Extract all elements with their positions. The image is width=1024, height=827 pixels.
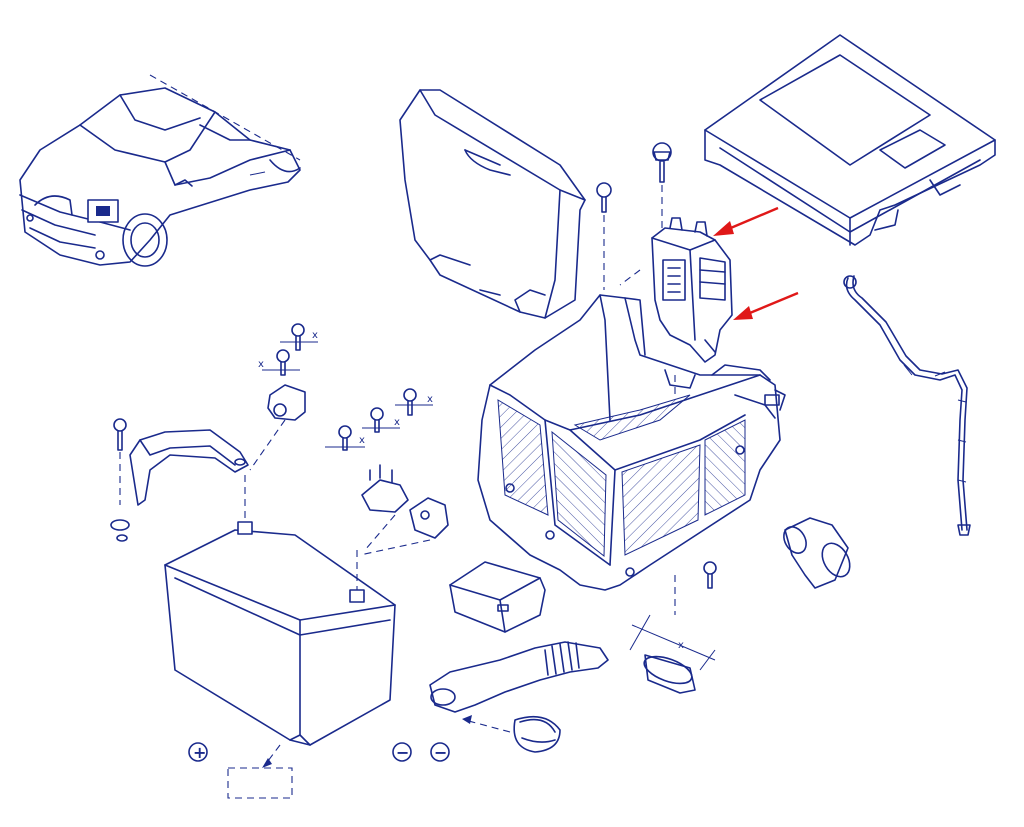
dimension-x-label-4: x <box>394 417 400 428</box>
highlight-arrow-lower <box>733 291 799 320</box>
highlight-arrow-upper <box>713 206 779 236</box>
negative-terminal-assembly: x x x <box>325 388 449 556</box>
positive-terminal-assembly: x x <box>249 323 318 471</box>
battery <box>164 475 396 799</box>
air-duct-elbow <box>783 517 851 589</box>
air-intake-hose <box>429 641 609 753</box>
car-location-view <box>19 74 301 267</box>
positive-symbol: + <box>188 742 208 762</box>
screw-top-center <box>652 142 672 232</box>
negative-symbol-1: − <box>392 742 412 762</box>
control-module-box <box>449 561 546 633</box>
fuse-relay-box <box>619 217 733 363</box>
battery-hold-down-clamp <box>110 418 249 542</box>
negative-symbol-text-1: − <box>396 743 409 762</box>
negative-symbol-text-2: − <box>434 743 447 762</box>
battery-side-cover <box>399 89 586 319</box>
battery-top-cover <box>704 34 996 246</box>
dimension-x-label-sleeve: x <box>678 640 684 651</box>
screw-tray-bottom <box>703 561 717 589</box>
dimension-x-label-3: x <box>427 394 433 405</box>
ground-cable <box>843 275 971 536</box>
dimension-x-label-2: x <box>258 359 264 370</box>
screw-top-left <box>596 182 612 290</box>
positive-symbol-text: + <box>193 743 206 762</box>
dimension-x-label-5: x <box>359 435 365 446</box>
battery-tray <box>477 294 786 615</box>
dimension-x-label-1: x <box>312 330 318 341</box>
rubber-sleeve: x <box>629 614 716 694</box>
negative-symbol-2: − <box>430 742 450 762</box>
